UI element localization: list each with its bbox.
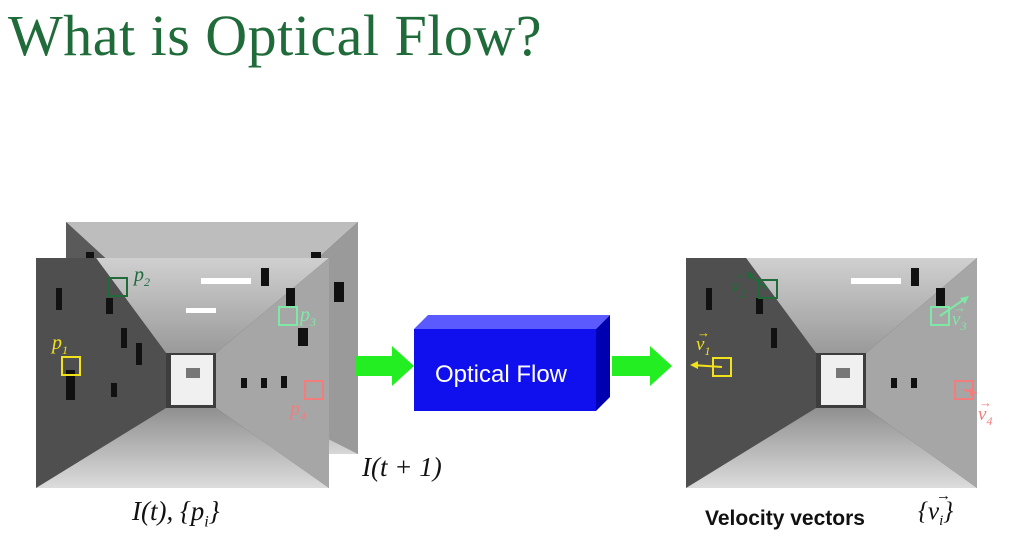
point-box-p3: [278, 306, 298, 326]
vector-box-v2: [758, 279, 778, 299]
caption-frame-current: I(t), {pi}: [132, 496, 220, 531]
point-box-p4: [304, 380, 324, 400]
vector-label-v2: →v2: [731, 267, 746, 300]
vector-label-v1: →v1: [696, 325, 711, 358]
point-label-p4: p4: [290, 398, 306, 423]
optical-flow-box: [414, 315, 610, 411]
slide-title: What is Optical Flow?: [8, 3, 543, 68]
point-box-p1: [61, 356, 81, 376]
point-box-p2: [108, 277, 128, 297]
point-label-p1: p1: [52, 332, 68, 357]
frame-front-image: [36, 258, 329, 488]
caption-velocity-math: {v→i}: [918, 488, 954, 529]
vector-label-v3: →v3: [952, 300, 967, 333]
velocity-arrow-v1: [690, 361, 723, 369]
vector-box-v4: [954, 380, 974, 400]
frame-output-image: [686, 258, 977, 488]
point-label-p2: p2: [134, 264, 150, 289]
velocity-arrow-v4: [963, 388, 977, 396]
arrow-right-icon: [612, 346, 672, 391]
caption-velocity-vectors: Velocity vectors: [705, 507, 865, 530]
point-label-p3: p3: [300, 304, 316, 329]
arrow-right-icon: [356, 346, 414, 391]
caption-frame-next: I(t + 1): [362, 452, 442, 482]
velocity-arrow-v3: [939, 296, 969, 317]
vector-label-v4: →v4: [978, 395, 993, 428]
velocity-arrow-v2: [746, 272, 769, 290]
vector-box-v3: [930, 306, 950, 326]
optical-flow-label: Optical Flow: [434, 361, 568, 388]
